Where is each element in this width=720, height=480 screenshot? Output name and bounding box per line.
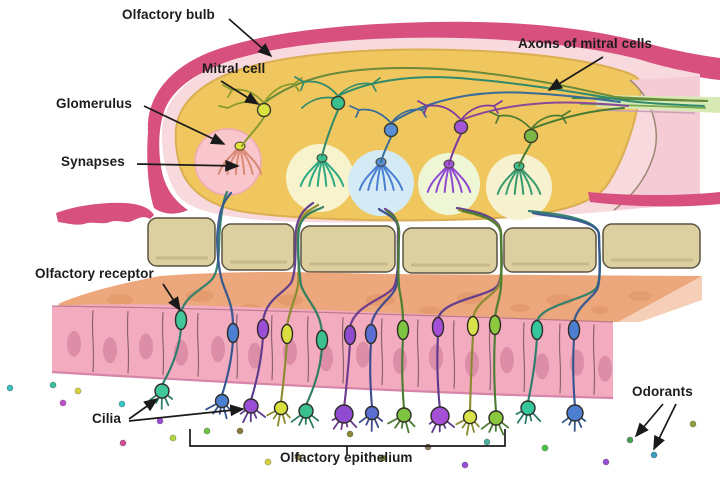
bulb-bottom-band bbox=[588, 192, 720, 207]
odorants-arrow-1 bbox=[634, 403, 664, 438]
olfactory-bulb-label: Olfactory bulb bbox=[122, 7, 215, 22]
mitral-cell-arrow bbox=[220, 80, 260, 105]
mitral-cells bbox=[218, 66, 707, 167]
cilia-arrow-1 bbox=[128, 398, 159, 420]
olfactory-bulb-arrow bbox=[228, 18, 273, 58]
cribriform-plate bbox=[147, 217, 701, 274]
mitral-cell-5-branches bbox=[489, 110, 571, 167]
mitral-cell-1-soma bbox=[256, 102, 272, 118]
synapses-label: Synapses bbox=[61, 154, 125, 169]
mitral-cell-4-branches bbox=[417, 100, 503, 165]
mucosa-flap bbox=[56, 202, 154, 225]
mitral-cell-1-branches bbox=[218, 77, 303, 147]
axons-of-mitral-cells-label: Axons of mitral cells bbox=[518, 36, 653, 51]
glomerulus-arrow bbox=[143, 105, 226, 145]
glomerulus-label: Glomerulus bbox=[56, 96, 133, 111]
mitral-cell-3-branches bbox=[349, 104, 431, 163]
glomerulus-1 bbox=[194, 128, 262, 196]
odorants-arrow-2 bbox=[653, 403, 677, 451]
glomerulus-2 bbox=[286, 144, 354, 212]
glomerular-tufts bbox=[217, 141, 542, 195]
synapses-arrow bbox=[136, 159, 240, 172]
glomerulus-5 bbox=[486, 154, 552, 220]
odorants-label: Odorants bbox=[632, 384, 693, 399]
bone-shading bbox=[156, 256, 693, 267]
mitral-cell-5-soma bbox=[523, 128, 539, 144]
olfactory-receptor-label: Olfactory receptor bbox=[35, 266, 154, 281]
annotation-arrows bbox=[128, 18, 677, 455]
cilia-arrow-2 bbox=[128, 404, 245, 422]
cilia-label: Cilia bbox=[92, 411, 122, 426]
odorant-molecules bbox=[6, 381, 697, 469]
mitral-cell-label: Mitral cell bbox=[202, 61, 266, 76]
receptor-axons bbox=[179, 190, 602, 334]
mitral-cell-2-branches bbox=[294, 76, 381, 157]
mitral-cell-4-soma bbox=[453, 119, 469, 135]
glomerulus-4 bbox=[418, 153, 480, 215]
olfactory-receptors bbox=[148, 309, 587, 436]
mitral-cell-3-soma bbox=[383, 122, 399, 138]
olfactory-epithelium-label: Olfactory epithelium bbox=[280, 450, 413, 465]
mitral-cell-2-soma bbox=[330, 95, 346, 111]
olfactory-epithelium-bracket bbox=[189, 429, 506, 455]
glomerulus-3 bbox=[348, 150, 414, 216]
olfactory-receptor-arrow bbox=[162, 283, 181, 312]
axons-of-mitral-cells-arrow bbox=[547, 56, 604, 91]
